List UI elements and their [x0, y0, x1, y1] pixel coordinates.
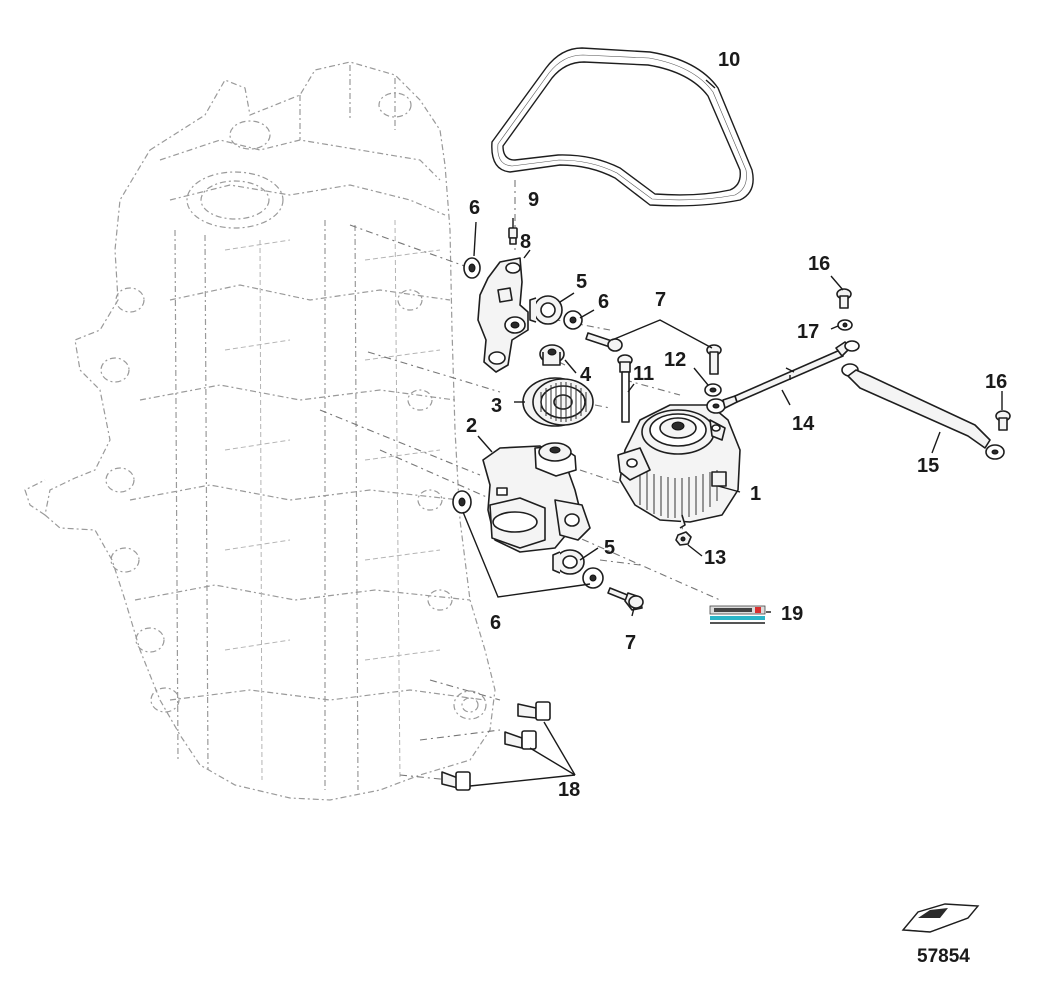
callout-16-right: 16: [985, 371, 1007, 393]
callout-13: 13: [704, 547, 726, 569]
callout-15: 15: [917, 455, 939, 477]
idler-pulley: [522, 377, 594, 427]
pulley-bolt: [539, 344, 565, 366]
bolt-16-right: [995, 410, 1011, 431]
callout-1: 1: [750, 483, 761, 505]
drive-belt: [491, 47, 754, 207]
callout-3: 3: [491, 395, 502, 417]
callout-5-lower: 5: [604, 537, 615, 559]
alternator: [617, 404, 741, 529]
battery-cable-14: [706, 340, 860, 414]
washer-upper-left-hole: [468, 263, 476, 273]
ground-strap-15: [841, 363, 1005, 460]
washer-lower-left-hole: [458, 497, 466, 507]
bushing-upper: [529, 295, 563, 325]
idler-bracket: [477, 257, 529, 373]
washer-upper-right-hole: [569, 316, 577, 324]
screw-18-b: [504, 730, 537, 750]
screw-18-a: [517, 701, 551, 721]
callout-labels: 1 2 3 4 5 5 6 6 6 7 7 8 9 10 11 12 13 14…: [466, 49, 1007, 801]
callout-6-lower: 6: [490, 612, 501, 634]
callout-18: 18: [558, 779, 580, 801]
bushing-lower: [552, 549, 585, 575]
callout-10: 10: [718, 49, 740, 71]
callout-11: 11: [633, 363, 654, 385]
grease-fitting: [508, 218, 518, 245]
belt-tensioner: [482, 442, 591, 553]
callout-7-upper: 7: [655, 289, 666, 311]
bolt-upper-vertical: [706, 344, 722, 375]
callout-16-upper: 16: [808, 253, 830, 275]
bolt-upper-horizontal: [585, 332, 623, 352]
callout-7-lower: 7: [625, 632, 636, 654]
bolt-lower: [607, 587, 644, 611]
callout-6-upper-right: 6: [598, 291, 609, 313]
engine-block-ghost: [24, 61, 496, 801]
long-bolt: [617, 354, 633, 423]
callout-19: 19: [781, 603, 803, 625]
washer-12-hole: [709, 387, 717, 393]
screw-18-c: [441, 771, 471, 791]
washer-17-hole: [842, 322, 848, 328]
callout-12: 12: [664, 349, 686, 371]
bolt-16-upper: [836, 288, 852, 309]
callout-2: 2: [466, 415, 477, 437]
callout-17: 17: [797, 321, 819, 343]
figure-id: 57854: [917, 946, 970, 967]
washer-lower-right-hole: [589, 574, 597, 582]
decal-19: [709, 605, 766, 624]
callout-8: 8: [520, 231, 531, 253]
nut-13: [675, 531, 692, 546]
boat-icon: [901, 903, 980, 933]
callout-9: 9: [528, 189, 539, 211]
callout-4: 4: [580, 364, 592, 386]
callout-5-upper: 5: [576, 271, 587, 293]
callout-14: 14: [792, 413, 815, 435]
callout-6-upper-left: 6: [469, 197, 480, 219]
leader-lines: [462, 79, 1003, 787]
